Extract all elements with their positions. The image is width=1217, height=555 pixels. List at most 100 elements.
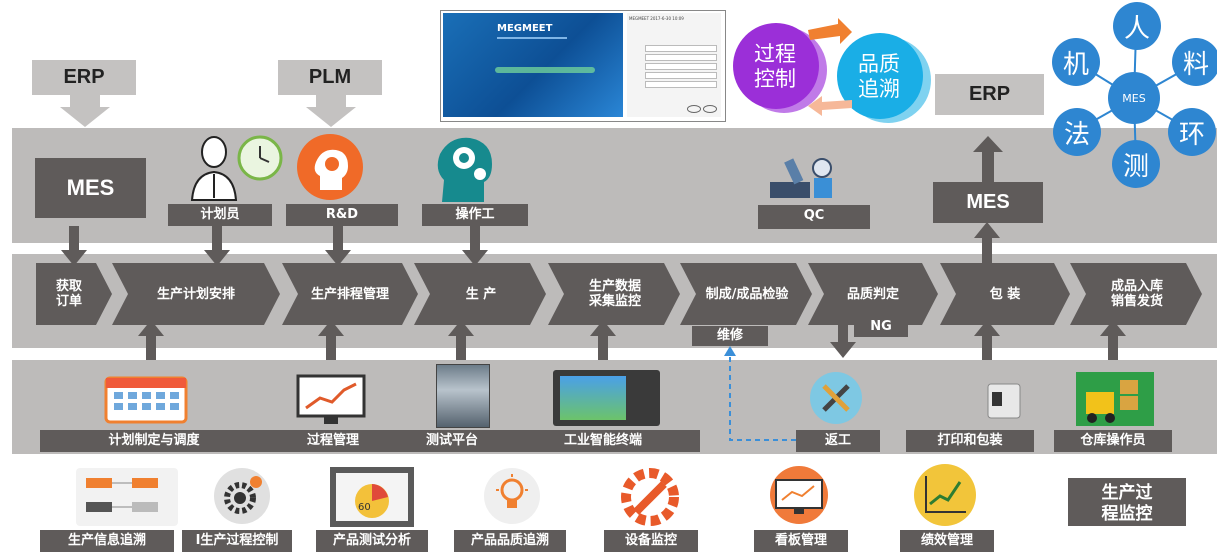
- megmeet-logo: MEGMEET: [497, 23, 553, 34]
- planner-label: 计划员: [168, 204, 272, 226]
- printing-up-arrow: [974, 320, 1000, 360]
- planner-person-icon: [190, 136, 238, 201]
- process-mgmt-label: 过程管理: [268, 430, 398, 452]
- step-warehouse-delivery: 成品入库 销售发货: [1110, 279, 1163, 309]
- function-kanban: 看板管理: [754, 530, 848, 552]
- erp-source-box: ERP: [32, 60, 136, 95]
- calendar-icon: [104, 376, 188, 424]
- step-scheduling: 生产排程管理: [310, 286, 389, 302]
- plm-down-arrow: [306, 95, 356, 127]
- test-platform-up-arrow: [448, 320, 474, 360]
- wheel-node-material: 料: [1172, 38, 1217, 86]
- terminal-screen: [560, 376, 626, 420]
- planner-down-arrow: [204, 226, 230, 266]
- rd-down-arrow: [325, 226, 351, 266]
- step-production-plan: 生产计划安排: [156, 286, 235, 302]
- test-platform-photo: [436, 364, 490, 428]
- printer-icon: [987, 383, 1021, 419]
- plan-scheduling-label: 计划制定与调度: [40, 430, 268, 452]
- login-window-screenshot: MEGMEET MEGMEET 2017-6-30 10:09: [440, 10, 726, 122]
- rework-label: 返工: [796, 430, 880, 452]
- process-chart-monitor-icon: [296, 374, 366, 424]
- terminal-up-arrow: [590, 320, 616, 360]
- plm-source-box: PLM: [278, 60, 382, 95]
- qc-microscope-icon: [770, 158, 832, 198]
- wrench-hammer-icon: [822, 384, 850, 412]
- print-pack-label: 打印和包装: [906, 430, 1034, 452]
- packing-up-arrow: [974, 222, 1000, 266]
- wheel-node-method: 法: [1053, 108, 1101, 156]
- form-field-4[interactable]: [645, 72, 717, 79]
- qc-label: QC: [758, 205, 870, 229]
- exit-button[interactable]: [703, 105, 717, 113]
- head-silhouette-icon: [314, 149, 348, 190]
- rd-label: R&D: [286, 204, 398, 226]
- step-data-collection: 生产数据 采集监控: [588, 279, 641, 309]
- form-field-2[interactable]: [645, 54, 717, 61]
- gear-icon: [224, 476, 262, 514]
- repair-label: 维修: [692, 326, 768, 346]
- process-control-bubble: [733, 23, 819, 109]
- performance-icon-bg: [914, 464, 976, 526]
- mes-left-box: MES: [35, 158, 146, 218]
- login-splash-panel: MEGMEET: [443, 13, 623, 117]
- step-inspection: 制成/成品检验: [705, 286, 789, 302]
- process-control-text: 过程 控制: [754, 42, 796, 91]
- operator-gear-head-icon: [437, 137, 492, 202]
- wheel-node-measure: 测: [1112, 140, 1160, 188]
- function-test-analysis: 产品测试分析: [316, 530, 428, 552]
- function-process-control: I生产过程控制: [182, 530, 292, 552]
- plan-tool-up-arrow: [138, 320, 164, 360]
- warehouse-up-arrow: [1100, 320, 1126, 360]
- function-traceability: 生产信息追溯: [40, 530, 174, 552]
- login-header-text: MEGMEET 2017-6-30 10:09: [629, 16, 684, 21]
- splash-lines: [497, 37, 567, 39]
- wheel-node-people: 人: [1113, 2, 1161, 50]
- forklift-icon: [1076, 372, 1154, 426]
- step-quality-judgment: 品质判定: [846, 286, 899, 302]
- test-analysis-icon: [330, 467, 414, 527]
- orange-exchange-arrow-top: [808, 18, 852, 44]
- quality-trace-bulb-bg: [484, 468, 540, 524]
- ng-label: NG: [854, 317, 908, 337]
- step-packing: 包 装: [989, 286, 1021, 302]
- operator-label: 操作工: [422, 204, 528, 226]
- performance-chart-icon: [925, 476, 966, 513]
- login-form-panel: MEGMEET 2017-6-30 10:09: [627, 13, 721, 117]
- wheel-node-environment: 环: [1168, 108, 1216, 156]
- warehouse-operator-label: 仓库操作员: [1054, 430, 1172, 452]
- erp-target-box: ERP: [935, 74, 1044, 115]
- orange-exchange-arrow-bottom: [808, 96, 852, 116]
- terminal-label: 工业智能终端: [506, 430, 700, 452]
- quality-trace-text: 品质 追溯: [858, 52, 900, 101]
- form-field-5[interactable]: [645, 81, 717, 88]
- mes-right-box: MES: [933, 182, 1043, 223]
- function-performance: 绩效管理: [900, 530, 994, 552]
- traceability-icon: [76, 468, 178, 526]
- lightbulb-icon: [496, 474, 528, 508]
- mes-to-erp-up-arrow: [973, 136, 1003, 182]
- kanban-monitor-icon: [775, 479, 823, 514]
- function-quality-trace: 产品品质追溯: [454, 530, 566, 552]
- mes-wheel-center: MES: [1108, 72, 1160, 124]
- function-equipment-monitor: 设备监控: [604, 530, 698, 552]
- mes-down-arrow: [61, 226, 87, 266]
- step-production: 生 产: [465, 286, 497, 302]
- form-field-1[interactable]: [645, 45, 717, 52]
- process-mgmt-up-arrow: [318, 320, 344, 360]
- splash-glow: [495, 67, 595, 73]
- erp-down-arrow: [60, 95, 110, 127]
- login-button[interactable]: [687, 105, 701, 113]
- production-monitor-title: 生产过 程监控: [1068, 478, 1186, 526]
- wheel-node-machine: 机: [1052, 38, 1100, 86]
- clock-icon: [237, 135, 283, 181]
- step-get-order: 获取 订单: [55, 279, 82, 309]
- pie-value-text: 60: [358, 502, 371, 513]
- equipment-wrench-gear-icon: [621, 468, 679, 526]
- test-platform-label: 测试平台: [398, 430, 506, 452]
- operator-down-arrow: [462, 226, 488, 266]
- form-field-3[interactable]: [645, 63, 717, 70]
- ng-down-arrow: [830, 318, 856, 358]
